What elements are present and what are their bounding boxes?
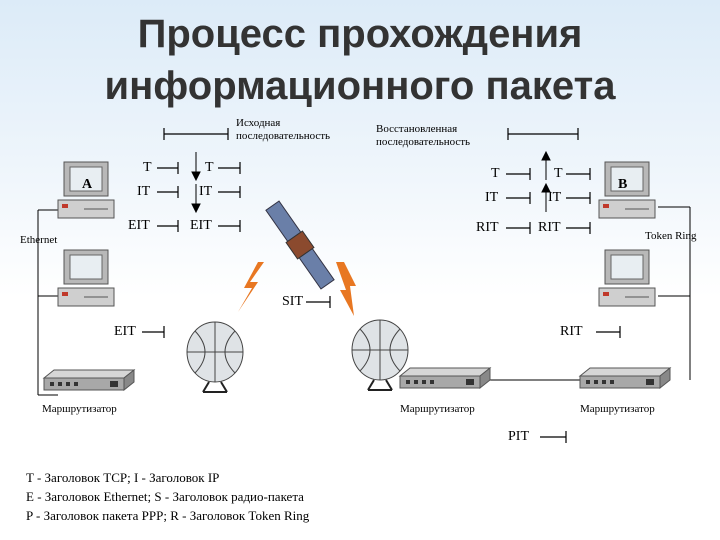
header-it-left: IT <box>137 184 151 199</box>
lightning-right-icon <box>336 262 356 316</box>
host-b-label: B <box>618 177 628 192</box>
header-rit-router: RIT <box>560 324 583 339</box>
lightning-left-icon <box>238 262 264 312</box>
router-left[interactable] <box>43 369 135 391</box>
page-title: Процесс прохождения информационного паке… <box>0 8 720 112</box>
restored-sequence-label: Восстановленная последовательность <box>376 123 471 148</box>
host-a-label: A <box>82 177 93 192</box>
source-sequence-label: Исходная последовательность <box>236 117 331 142</box>
header-t-mid: T <box>205 160 214 175</box>
legend: T - Заголовок TCP; I - Заголовок IP E - … <box>26 468 309 525</box>
process-arrows <box>191 150 551 214</box>
header-t-right-b: T <box>554 166 563 181</box>
router-middle-label: Маршрутизатор <box>400 403 475 415</box>
legend-line-3: P - Заголовок пакета PPP; R - Заголовок … <box>26 508 310 523</box>
ethernet-label: Ethernet <box>20 234 58 246</box>
header-eit-mid: EIT <box>190 218 212 233</box>
header-brackets <box>142 128 621 443</box>
header-t-right-a: T <box>491 166 500 181</box>
legend-line-2: E - Заголовок Ethernet; S - Заголовок ра… <box>26 489 304 504</box>
router-middle[interactable] <box>399 367 491 389</box>
computer-token-ring-2[interactable] <box>598 249 656 307</box>
dish-left <box>186 321 244 393</box>
header-eit-left: EIT <box>128 218 150 233</box>
router-left-label: Маршрутизатор <box>42 403 117 415</box>
router-right-label: Маршрутизатор <box>580 403 655 415</box>
network-links <box>37 206 691 396</box>
header-it-right-a: IT <box>485 190 499 205</box>
title-line-2: информационного пакета <box>104 64 616 108</box>
header-pit: PIT <box>508 429 529 444</box>
header-it-right-b: IT <box>548 190 562 205</box>
header-rit-right-a: RIT <box>476 220 499 235</box>
header-eit-router: EIT <box>114 324 136 339</box>
satellite-icon <box>265 200 335 290</box>
header-sit: SIT <box>282 294 303 309</box>
router-right[interactable] <box>579 367 671 389</box>
token-ring-label: Token Ring <box>645 230 697 242</box>
title-line-1: Процесс прохождения <box>137 12 583 56</box>
legend-line-1: T - Заголовок TCP; I - Заголовок IP <box>26 470 220 485</box>
header-it-mid: IT <box>199 184 213 199</box>
header-t-left: T <box>143 160 152 175</box>
computer-ethernet-2[interactable] <box>57 249 115 307</box>
header-rit-right-b: RIT <box>538 220 561 235</box>
